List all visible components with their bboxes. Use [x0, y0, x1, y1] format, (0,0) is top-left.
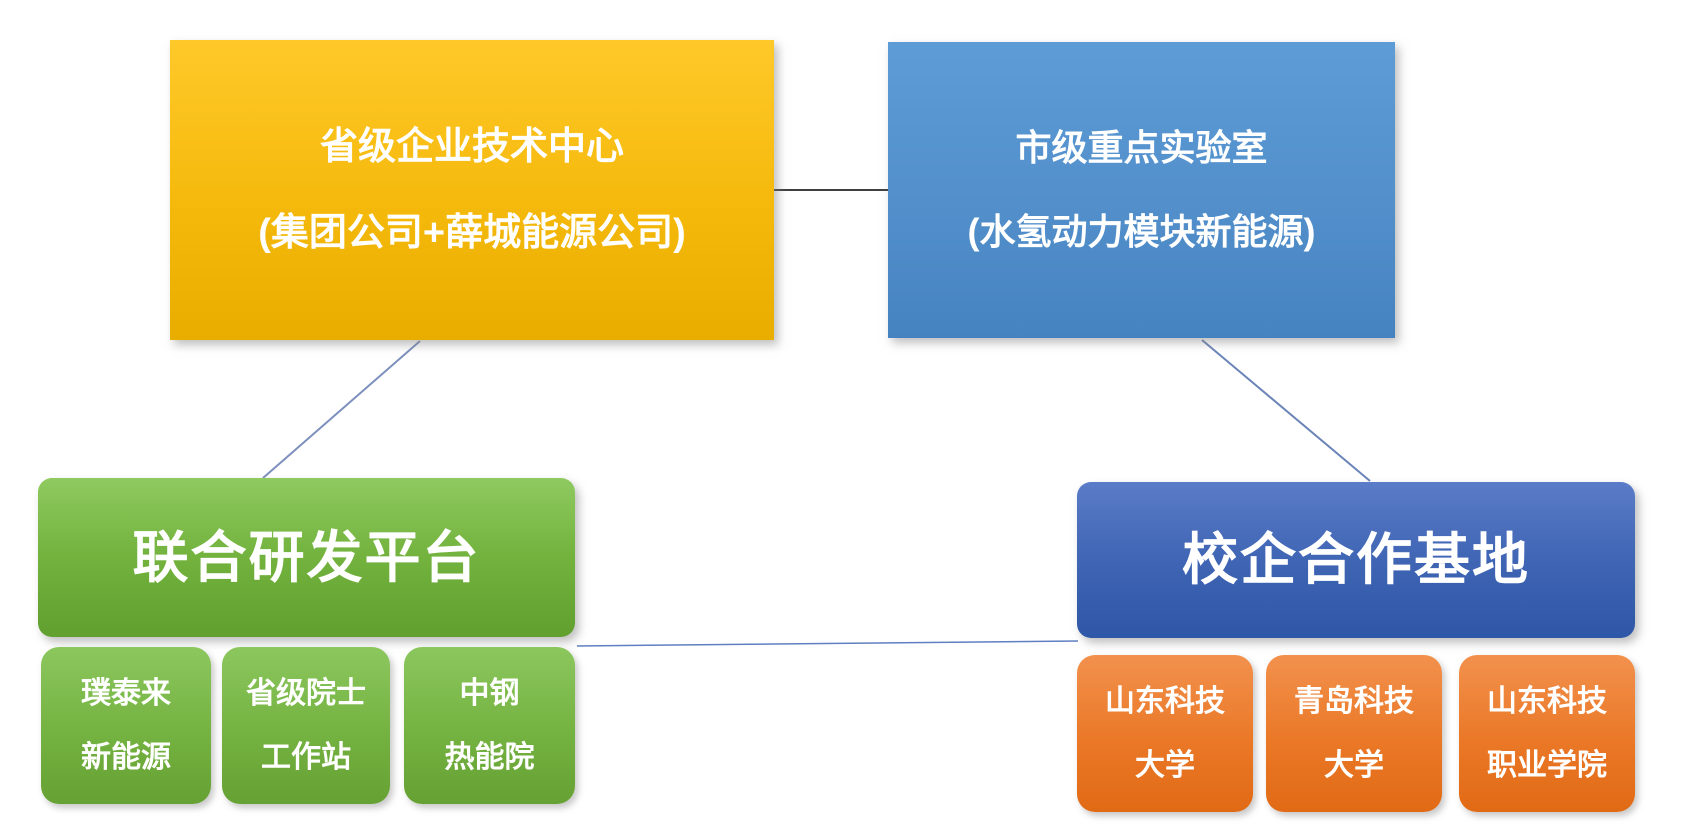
university-box-line1: 山东科技 — [1105, 684, 1225, 718]
partner-box-line1: 省级院士 — [246, 676, 366, 710]
joint-rd-platform-box: 联合研发平台 — [38, 478, 575, 637]
university-box-line1: 青岛科技 — [1294, 684, 1414, 718]
university-box-sdust: 山东科技 大学 — [1077, 655, 1253, 812]
school-enterprise-base-box: 校企合作基地 — [1077, 482, 1635, 638]
connector-platform-to-base — [576, 640, 1079, 647]
municipal-lab-box: 市级重点实验室 (水氢动力模块新能源) — [888, 42, 1395, 338]
partner-box-line1: 璞泰来 — [81, 676, 171, 710]
university-box-qust: 青岛科技 大学 — [1266, 655, 1442, 812]
partner-box-line2: 工作站 — [261, 740, 351, 774]
partner-box-line1: 中钢 — [459, 676, 520, 710]
municipal-lab-title: 市级重点实验室 — [1015, 127, 1268, 168]
connector-center-to-platform — [262, 340, 421, 479]
university-box-sdvc: 山东科技 职业学院 — [1459, 655, 1635, 812]
university-box-line2: 大学 — [1135, 748, 1195, 782]
connector-lab-to-base — [1201, 339, 1371, 482]
provincial-tech-center-subtitle: (集团公司+薛城能源公司) — [258, 212, 686, 254]
university-box-line2: 大学 — [1324, 748, 1384, 782]
partner-box-line2: 新能源 — [81, 740, 171, 774]
partner-box-putailai: 璞泰来 新能源 — [41, 647, 211, 804]
university-box-line1: 山东科技 — [1487, 684, 1607, 718]
provincial-tech-center-title: 省级企业技术中心 — [319, 126, 624, 168]
municipal-lab-subtitle: (水氢动力模块新能源) — [967, 211, 1316, 252]
partner-box-line2: 热能院 — [444, 740, 535, 774]
provincial-tech-center-box: 省级企业技术中心 (集团公司+薛城能源公司) — [170, 40, 774, 340]
university-box-line2: 职业学院 — [1487, 748, 1607, 782]
joint-rd-platform-label: 联合研发平台 — [132, 525, 481, 589]
partner-box-sinosteel: 中钢 热能院 — [404, 647, 575, 804]
partner-box-academician-station: 省级院士 工作站 — [222, 647, 390, 804]
school-enterprise-base-label: 校企合作基地 — [1182, 528, 1530, 591]
